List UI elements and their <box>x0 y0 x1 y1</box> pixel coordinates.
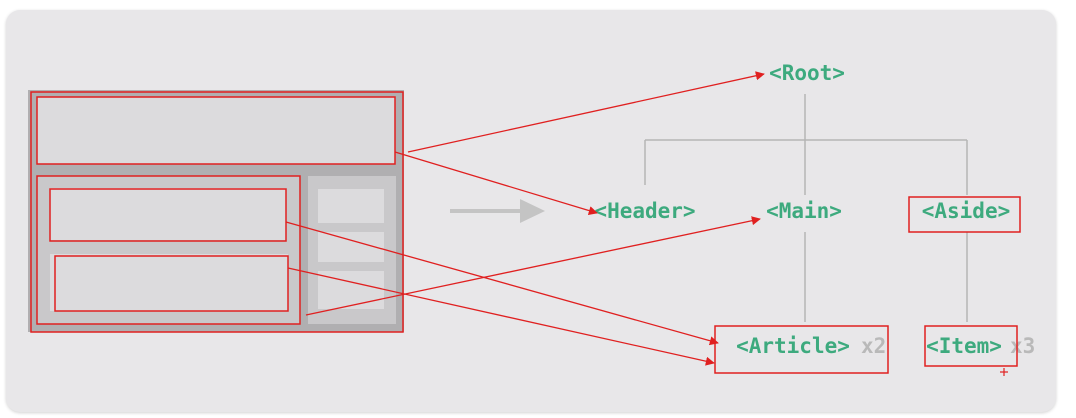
highlight-frame-outline <box>30 91 404 333</box>
wireframe-header-block <box>37 97 395 164</box>
wireframe-item-block-1 <box>318 189 384 223</box>
tree-connectors <box>644 94 968 322</box>
node-header: <Header> <box>594 199 695 223</box>
wireframe-article-block-1 <box>50 188 286 240</box>
highlight-article-outline-1 <box>49 188 287 242</box>
transform-arrow-icon <box>450 199 545 223</box>
arrow-main-to-main-node <box>305 216 761 316</box>
arrow-article2-to-article-node <box>287 267 715 366</box>
node-item: <Item> <box>926 334 1002 358</box>
node-item-count: x3 <box>1010 334 1035 358</box>
node-aside-highlight <box>908 196 1021 233</box>
arrow-frame-to-root <box>407 71 765 153</box>
arrow-article1-to-article-node <box>285 221 719 346</box>
node-article-highlight <box>714 325 889 374</box>
node-article: <Article> <box>736 334 850 358</box>
node-article-count: x2 <box>861 334 886 358</box>
highlight-main-outline <box>36 175 301 325</box>
mapping-arrows <box>285 71 765 366</box>
node-aside: <Aside> <box>922 199 1011 223</box>
arrow-header-to-header-node <box>394 151 598 215</box>
highlight-header-outline <box>36 96 396 165</box>
node-root: <Root> <box>769 61 845 85</box>
cursor-crosshair-icon <box>1000 368 1008 376</box>
highlight-article-outline-2 <box>54 255 289 312</box>
wireframe-article-block-2 <box>50 254 288 311</box>
node-item-highlight <box>924 325 1018 367</box>
node-main: <Main> <box>766 199 842 223</box>
page-wireframe <box>28 90 404 333</box>
